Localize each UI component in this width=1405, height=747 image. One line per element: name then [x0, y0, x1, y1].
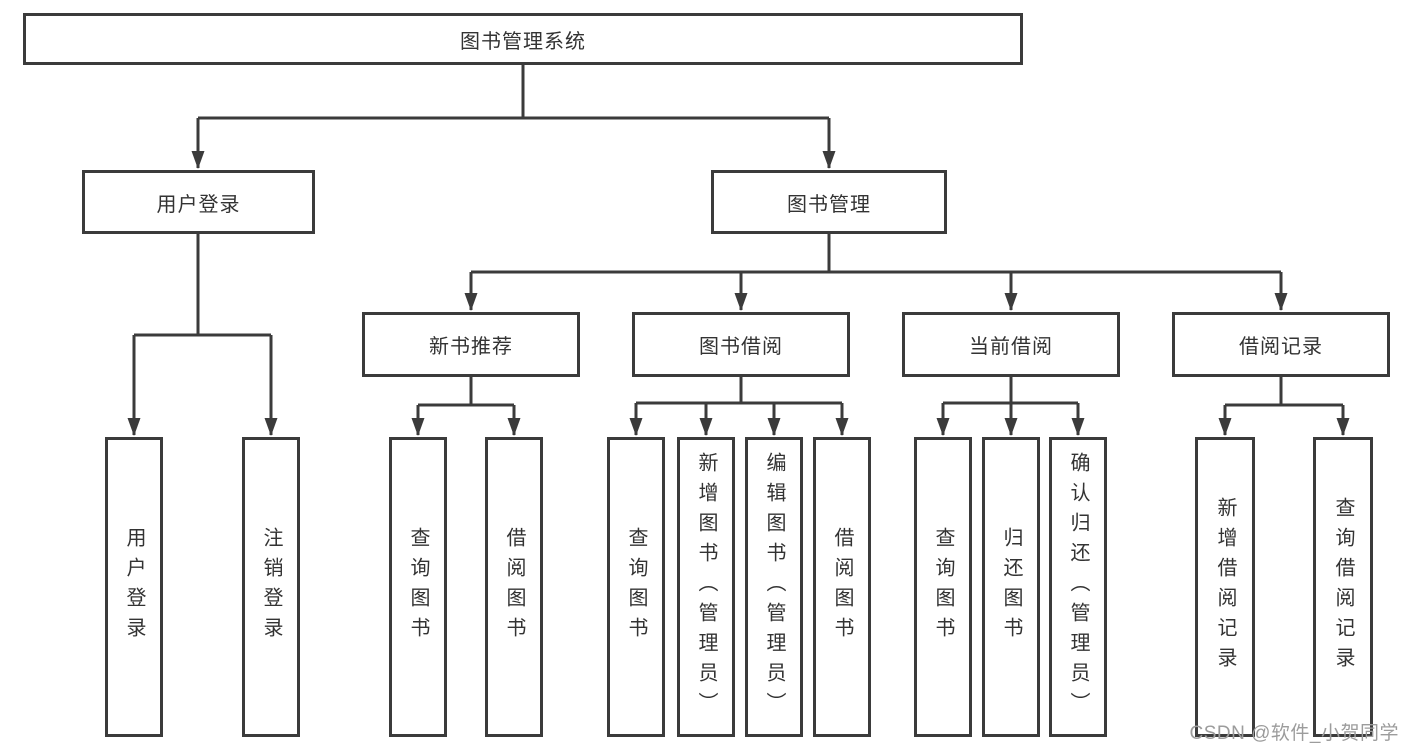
- leaf-edit-books-admin-label: 编辑图书（管理员）: [763, 452, 785, 722]
- leaf-edit-books-admin: 编辑图书（管理员）: [745, 437, 803, 737]
- leaf-query-books-borrow: 查询图书: [607, 437, 665, 737]
- node-current-borrow: 当前借阅: [902, 312, 1120, 377]
- leaf-add-books-admin-label: 新增图书（管理员）: [695, 452, 717, 722]
- leaf-query-borrow-record-label: 查询借阅记录: [1332, 497, 1354, 677]
- leaf-borrow-books-recommend: 借阅图书: [485, 437, 543, 737]
- leaf-return-books: 归还图书: [982, 437, 1040, 737]
- leaf-return-books-label: 归还图书: [1000, 527, 1022, 647]
- leaf-query-borrow-record: 查询借阅记录: [1313, 437, 1373, 737]
- leaf-borrow-books-borrow: 借阅图书: [813, 437, 871, 737]
- leaf-user-login: 用户登录: [105, 437, 163, 737]
- connector-book-borrow-to-leaves: [629, 377, 849, 436]
- leaf-add-books-admin: 新增图书（管理员）: [677, 437, 735, 737]
- leaf-borrow-books-borrow-label: 借阅图书: [831, 527, 853, 647]
- leaf-query-books-current-label: 查询图书: [932, 527, 954, 647]
- node-book-borrow: 图书借阅: [632, 312, 850, 377]
- leaf-logout-label: 注销登录: [260, 527, 282, 647]
- connector-new-book-recommend-to-leaves: [411, 377, 521, 436]
- leaf-query-books-borrow-label: 查询图书: [625, 527, 647, 647]
- leaf-add-borrow-record-label: 新增借阅记录: [1214, 497, 1236, 677]
- node-book-management: 图书管理: [711, 170, 947, 234]
- connector-borrow-records-to-leaves: [1218, 377, 1350, 436]
- node-book-management-label: 图书管理: [787, 193, 871, 216]
- leaf-add-borrow-record: 新增借阅记录: [1195, 437, 1255, 737]
- leaf-confirm-return-admin: 确认归还（管理员）: [1049, 437, 1107, 737]
- leaf-borrow-books-recommend-label: 借阅图书: [503, 527, 525, 647]
- node-user-login: 用户登录: [82, 170, 315, 234]
- node-new-book-recommend: 新书推荐: [362, 312, 580, 377]
- connector-root-to-level2: [191, 65, 836, 169]
- node-current-borrow-label: 当前借阅: [969, 336, 1053, 358]
- connector-book-management-to-level3: [464, 234, 1288, 311]
- node-new-book-recommend-label: 新书推荐: [429, 336, 513, 358]
- node-root-label: 图书管理系统: [460, 30, 586, 53]
- csdn-watermark: CSDN @软件_小贺同学: [1189, 723, 1399, 744]
- connector-user-login-to-leaves: [127, 234, 278, 436]
- leaf-confirm-return-admin-label: 确认归还（管理员）: [1067, 452, 1089, 722]
- leaf-user-login-label: 用户登录: [123, 527, 145, 647]
- node-root: 图书管理系统: [23, 13, 1023, 65]
- leaf-query-books-current: 查询图书: [914, 437, 972, 737]
- node-borrow-records-label: 借阅记录: [1239, 336, 1323, 358]
- node-user-login-label: 用户登录: [156, 193, 241, 216]
- connector-current-borrow-to-leaves: [936, 377, 1085, 436]
- node-borrow-records: 借阅记录: [1172, 312, 1390, 377]
- leaf-query-books-recommend: 查询图书: [389, 437, 447, 737]
- leaf-logout: 注销登录: [242, 437, 300, 737]
- node-book-borrow-label: 图书借阅: [699, 336, 783, 358]
- leaf-query-books-recommend-label: 查询图书: [407, 527, 429, 647]
